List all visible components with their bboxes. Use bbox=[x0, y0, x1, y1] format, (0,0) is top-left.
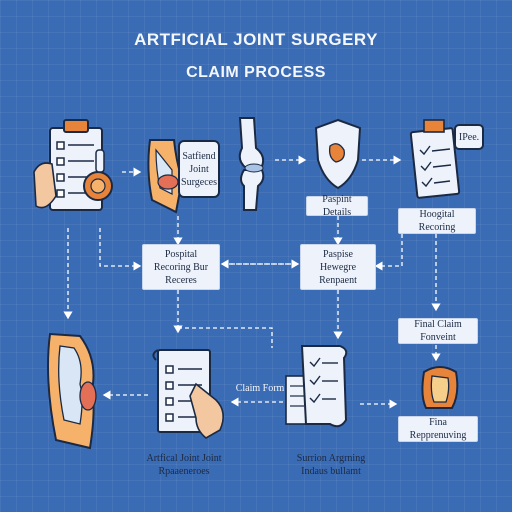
page-subtitle: CLAIM PROCESS bbox=[186, 64, 326, 81]
label-artfical-joint: Artfical Joint Joint Rpaaeneroes bbox=[146, 453, 222, 477]
box-hoogital-recoring: Hoogital Recoring bbox=[398, 208, 476, 234]
label-surrion-argrning: Surrion Argrning Indaus bullamt bbox=[296, 453, 366, 477]
speech-bubble-ipee: IPee. bbox=[454, 124, 484, 150]
label-claim-form: Claim Form bbox=[235, 383, 285, 394]
box-paspint-details: Paspint Details bbox=[306, 194, 368, 218]
box-fina-repprenuving: Fina Repprenuving bbox=[398, 416, 478, 442]
box-pospital-recoring: Pospital Recoring Bur Receres bbox=[142, 244, 220, 290]
arrow-hosp-to-passise bbox=[374, 234, 403, 271]
box-final-claim: Final Claim Fonveint bbox=[398, 318, 478, 344]
box-paspise-hewegre: Paspise Hewegre Renpaent bbox=[300, 244, 376, 290]
arrow-clipboard-to-pospital bbox=[99, 228, 142, 271]
arrow-pospital-right bbox=[178, 327, 273, 348]
speech-bubble-satfiend: Satfiend Joint Surgeces bbox=[178, 140, 220, 198]
page-title: ARTFICIAL JOINT SURGERY bbox=[134, 30, 378, 49]
